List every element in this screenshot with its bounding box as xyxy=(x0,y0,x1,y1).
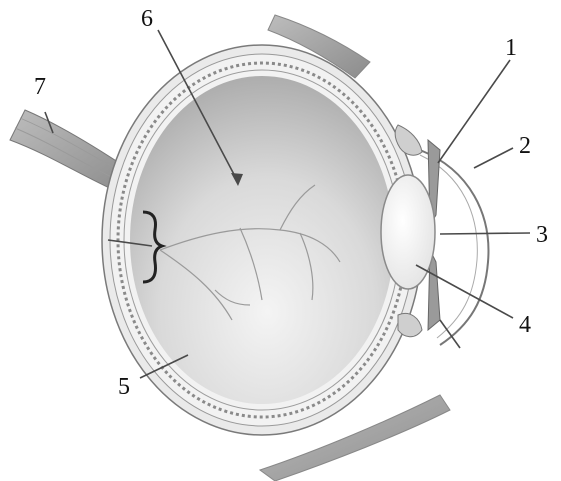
leader-line-1 xyxy=(438,60,510,163)
label-7: 7 xyxy=(34,74,46,100)
leader-line-3 xyxy=(440,233,530,234)
label-4: 4 xyxy=(519,312,531,338)
label-5: 5 xyxy=(118,374,130,400)
label-3: 3 xyxy=(536,222,548,248)
label-2: 2 xyxy=(519,133,531,159)
vitreous-body xyxy=(130,76,394,404)
label-1: 1 xyxy=(505,35,517,61)
lens xyxy=(381,175,435,289)
label-6: 6 xyxy=(141,6,153,32)
leader-line-2 xyxy=(474,148,513,168)
